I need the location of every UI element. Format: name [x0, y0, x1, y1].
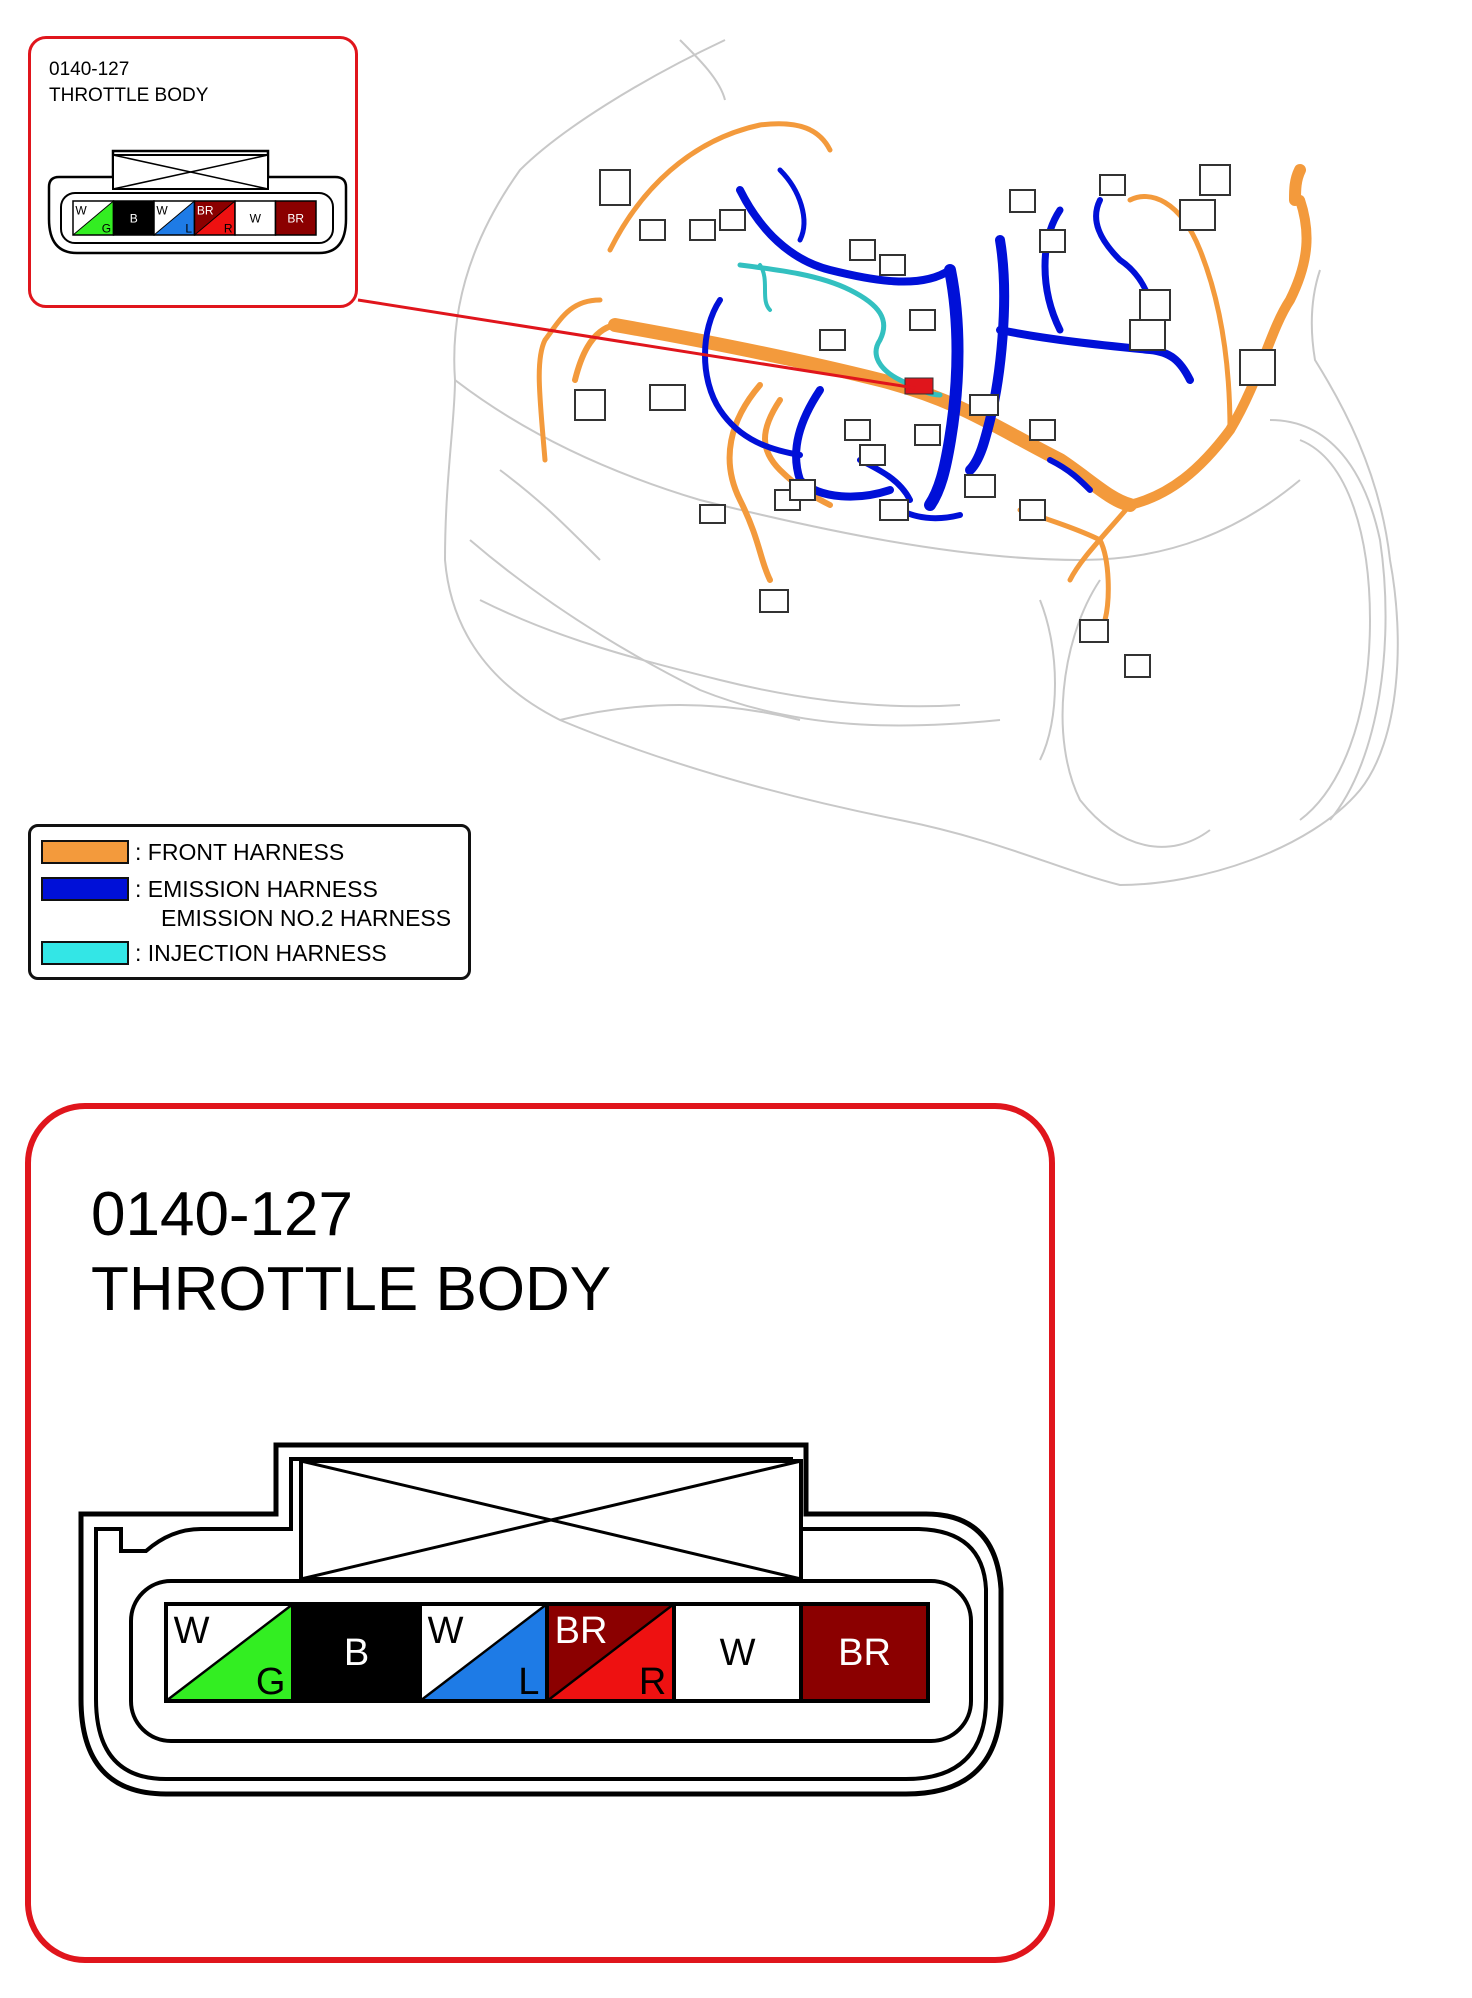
legend-swatch-injection	[41, 941, 129, 965]
front-harness	[536, 121, 1312, 623]
pin-5-label: W	[250, 211, 262, 225]
legend-item-emission-no2: EMISSION NO.2 HARNESS	[147, 903, 451, 933]
pin-6-background	[275, 201, 316, 235]
pin-5-label: W	[720, 1632, 756, 1674]
pin-3-bottom-label: L	[185, 222, 192, 236]
pin-6-background	[801, 1604, 928, 1701]
car-body-outline	[443, 39, 1399, 887]
pin-2-label: B	[130, 211, 138, 225]
pin-4-bottom-label: R	[224, 222, 233, 236]
legend-item-emission-harness: : EMISSION HARNESS	[41, 874, 378, 904]
pin-6: BR	[274, 200, 317, 236]
harness-legend: : FRONT HARNESS : EMISSION HARNESS EMISS…	[28, 824, 471, 980]
pin-5-background	[674, 1604, 801, 1701]
legend-label-emission-no2: EMISSION NO.2 HARNESS	[161, 904, 452, 931]
pin-2: B	[112, 200, 155, 236]
legend-swatch-front	[41, 840, 129, 864]
pin-2-background	[293, 1604, 420, 1701]
pin-2: B	[291, 1602, 422, 1703]
pin-5: W	[234, 200, 277, 236]
pin-4: BR R	[193, 200, 236, 236]
pin-3: WL	[153, 200, 196, 236]
pin-1-bottom-label: G	[256, 1661, 286, 1703]
harness-connectors	[574, 164, 1276, 678]
connector-code-large: 0140-127	[91, 1180, 354, 1249]
pin-6-label: BR	[838, 1632, 891, 1674]
pin-3-top-label: W	[428, 1610, 464, 1652]
connector-name-large: THROTTLE BODY	[91, 1255, 612, 1324]
legend-label-front: : FRONT HARNESS	[135, 838, 345, 865]
pin-1-top-label: W	[174, 1610, 210, 1652]
pin-3-bottom-label: L	[518, 1661, 539, 1703]
pin-1-bottom-label: G	[102, 222, 111, 236]
legend-item-injection-harness: : INJECTION HARNESS	[41, 938, 387, 968]
pin-5-background	[235, 201, 276, 235]
legend-item-front-harness: : FRONT HARNESS	[41, 837, 344, 867]
pin-6: BR	[799, 1602, 930, 1703]
connector-code-small: 0140-127	[49, 59, 130, 80]
legend-label-emission: : EMISSION HARNESS	[135, 875, 378, 902]
pin-5: W	[672, 1602, 803, 1703]
pin-3: WL	[418, 1602, 549, 1703]
pin-1: WG	[72, 200, 115, 236]
legend-label-injection: : INJECTION HARNESS	[135, 939, 387, 966]
pin-3-top-label: W	[156, 204, 168, 218]
pin-1-top-label: W	[75, 204, 87, 218]
pin-2-label: B	[344, 1632, 369, 1674]
pin-2-background	[113, 201, 154, 235]
callout-leader-line	[357, 298, 916, 390]
pin-4-bottom-label: R	[639, 1661, 666, 1703]
legend-swatch-emission	[41, 877, 129, 901]
pin-1: WG	[164, 1602, 295, 1703]
pin-4: BR R	[545, 1602, 676, 1703]
connector-name-small: THROTTLE BODY	[49, 85, 209, 106]
pin-6-label: BR	[287, 211, 304, 225]
pin-4-top-label: BR	[555, 1610, 608, 1652]
pin-4-top-label: BR	[197, 204, 214, 218]
